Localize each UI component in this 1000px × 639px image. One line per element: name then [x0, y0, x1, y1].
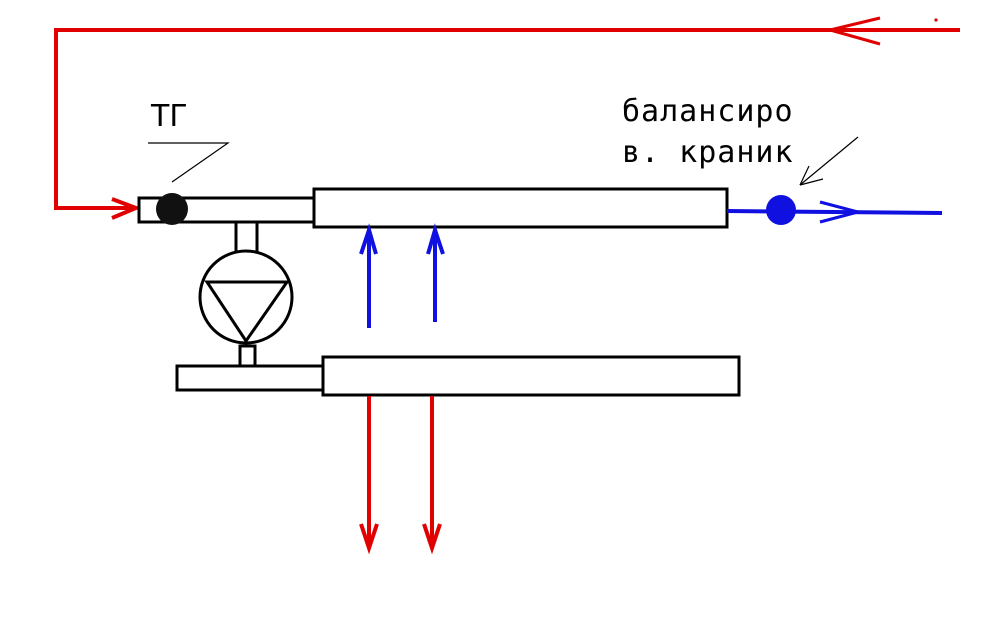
- upper-manifold-bar: [312, 187, 729, 229]
- return-outlet-arrowhead: [819, 200, 864, 224]
- supply-loop-arrowhead: [111, 197, 142, 220]
- supply-arrow-2: [422, 396, 442, 555]
- balancing-valve-icon: [766, 195, 796, 225]
- supply-loop-line: [54, 16, 960, 220]
- return-arrow-1: [359, 223, 378, 328]
- thermo-head-icon: [156, 193, 188, 225]
- return-outlet-line: [726, 200, 943, 224]
- lower-manifold-bar: [321, 355, 741, 397]
- balancing-valve-label-line1: балансиро: [622, 94, 794, 129]
- lower-manifold-connector: [175, 364, 325, 392]
- thermo-head-label: ТГ: [150, 99, 188, 134]
- thermo-head-leader: [148, 142, 230, 183]
- balancing-valve-leader: [799, 136, 859, 186]
- supply-start-dot: [934, 18, 938, 22]
- return-arrow-2: [426, 223, 445, 322]
- supply-arrow-1: [359, 396, 379, 555]
- supply-top-arrowhead: [824, 16, 881, 46]
- balancing-valve-label-line2: в. краник: [622, 135, 794, 170]
- circulation-pump-icon: [198, 220, 294, 368]
